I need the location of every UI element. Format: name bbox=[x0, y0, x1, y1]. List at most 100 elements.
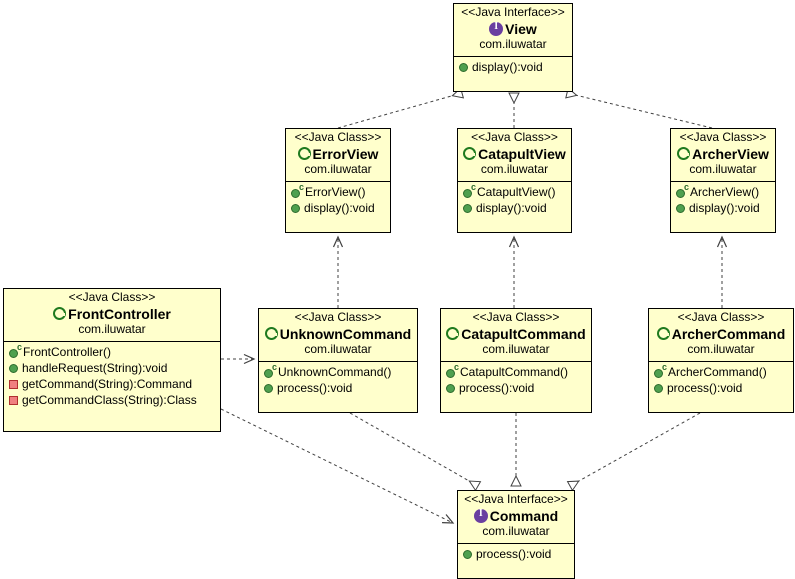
class-name: CatapultView bbox=[478, 145, 566, 162]
private-member-icon bbox=[9, 379, 18, 389]
member-label: ErrorView() bbox=[305, 184, 366, 199]
package-label: com.iluwatar bbox=[304, 161, 372, 176]
class-title-row: Command bbox=[464, 508, 568, 524]
section-divider bbox=[454, 55, 572, 57]
edge-archerview-to-view bbox=[567, 93, 713, 129]
package-label: com.iluwatar bbox=[482, 341, 550, 356]
constructor-icon: c bbox=[676, 182, 689, 198]
class-name: Command bbox=[489, 507, 559, 524]
class-icon bbox=[656, 327, 670, 341]
members-section: display():void bbox=[454, 57, 572, 77]
public-member-icon bbox=[676, 203, 685, 213]
member-row[interactable]: process():void bbox=[653, 381, 790, 396]
member-row[interactable]: c ErrorView() bbox=[290, 182, 387, 200]
member-row[interactable]: c FrontController() bbox=[8, 342, 217, 360]
member-row[interactable]: display():void bbox=[458, 60, 569, 75]
class-title-row: FrontController bbox=[10, 306, 214, 322]
member-row[interactable]: c CatapultView() bbox=[462, 182, 568, 200]
class-box-catapultcommand[interactable]: <<Java Class>> CatapultCommand com.iluwa… bbox=[440, 308, 592, 413]
class-header-view: <<Java Interface>> View com.iluwatar bbox=[454, 4, 572, 55]
stereotype-label: <<Java Class>> bbox=[294, 310, 382, 324]
member-row[interactable]: process():void bbox=[445, 381, 588, 396]
edge-frontcontroller-to-command bbox=[220, 408, 455, 524]
section-divider bbox=[458, 180, 571, 182]
class-box-view[interactable]: <<Java Interface>> View com.iluwatar dis… bbox=[453, 3, 573, 92]
member-label: process():void bbox=[667, 380, 743, 395]
section-divider bbox=[259, 360, 417, 362]
constructor-icon: c bbox=[463, 182, 476, 198]
public-member-icon bbox=[654, 383, 663, 393]
members-section: c CatapultCommand() process():void bbox=[441, 362, 591, 398]
class-header-unknowncommand: <<Java Class>> UnknownCommand com.iluwat… bbox=[259, 309, 417, 360]
class-box-errorview[interactable]: <<Java Class>> ErrorView com.iluwatar c … bbox=[285, 128, 391, 233]
member-row[interactable]: getCommand(String):Command bbox=[8, 377, 217, 392]
class-name: View bbox=[505, 20, 537, 37]
member-row[interactable]: c CatapultCommand() bbox=[445, 362, 588, 380]
stereotype-label: <<Java Class>> bbox=[472, 310, 560, 324]
member-label: CatapultCommand() bbox=[460, 364, 569, 379]
class-header-archerview: <<Java Class>> ArcherView com.iluwatar bbox=[671, 129, 775, 180]
class-title-row: UnknownCommand bbox=[264, 325, 412, 342]
members-section: c ArcherCommand() process():void bbox=[649, 362, 793, 398]
member-row[interactable]: display():void bbox=[290, 201, 387, 216]
class-name: UnknownCommand bbox=[279, 325, 412, 342]
class-name: ArcherView bbox=[692, 145, 769, 162]
constructor-icon: c bbox=[9, 342, 22, 358]
member-row[interactable]: c UnknownCommand() bbox=[263, 362, 414, 380]
stereotype-label: <<Java Class>> bbox=[679, 130, 767, 144]
class-box-command[interactable]: <<Java Interface>> Command com.iluwatar … bbox=[457, 490, 575, 579]
class-box-frontcontroller[interactable]: <<Java Class>> FrontController com.iluwa… bbox=[3, 288, 221, 432]
member-label: getCommandClass(String):Class bbox=[22, 392, 197, 407]
class-icon bbox=[264, 327, 278, 341]
member-label: process():void bbox=[459, 380, 535, 395]
class-box-archerview[interactable]: <<Java Class>> ArcherView com.iluwatar c… bbox=[670, 128, 776, 233]
member-row[interactable]: display():void bbox=[462, 201, 568, 216]
constructor-icon: c bbox=[264, 362, 277, 378]
section-divider bbox=[286, 180, 390, 182]
class-icon bbox=[446, 327, 460, 341]
member-row[interactable]: process():void bbox=[263, 381, 414, 396]
constructor-icon: c bbox=[291, 182, 304, 198]
stereotype-label: <<Java Class>> bbox=[471, 130, 558, 144]
section-divider bbox=[671, 180, 775, 182]
member-label: process():void bbox=[476, 546, 552, 561]
member-row[interactable]: handleRequest(String):void bbox=[8, 361, 217, 376]
public-member-icon bbox=[264, 383, 273, 393]
class-header-catapultview: <<Java Class>> CatapultView com.iluwatar bbox=[458, 129, 571, 180]
interface-icon bbox=[489, 21, 504, 36]
stereotype-label: <<Java Class>> bbox=[294, 130, 382, 144]
member-row[interactable]: display():void bbox=[675, 201, 772, 216]
class-box-catapultview[interactable]: <<Java Class>> CatapultView com.iluwatar… bbox=[457, 128, 572, 233]
interface-icon bbox=[473, 508, 488, 523]
member-row[interactable]: getCommandClass(String):Class bbox=[8, 393, 217, 408]
class-box-archercommand[interactable]: <<Java Class>> ArcherCommand com.iluwata… bbox=[648, 308, 794, 413]
class-box-unknowncommand[interactable]: <<Java Class>> UnknownCommand com.iluwat… bbox=[258, 308, 418, 413]
member-row[interactable]: process():void bbox=[462, 547, 571, 562]
member-row[interactable]: c ArcherView() bbox=[675, 182, 772, 200]
package-label: com.iluwatar bbox=[304, 341, 372, 356]
member-row[interactable]: c ArcherCommand() bbox=[653, 362, 790, 380]
member-label: UnknownCommand() bbox=[278, 364, 392, 379]
member-label: process():void bbox=[277, 380, 353, 395]
public-member-icon bbox=[463, 549, 472, 559]
class-icon bbox=[677, 147, 691, 161]
public-member-icon bbox=[291, 203, 300, 213]
class-header-command: <<Java Interface>> Command com.iluwatar bbox=[458, 491, 574, 542]
class-name: FrontController bbox=[68, 305, 171, 322]
members-section: c CatapultView() display():void bbox=[458, 182, 571, 218]
class-title-row: ArcherCommand bbox=[655, 326, 787, 342]
class-title-row: View bbox=[460, 21, 566, 37]
class-icon bbox=[53, 307, 67, 321]
members-section: process():void bbox=[458, 544, 574, 564]
edge-archercommand-to-command bbox=[570, 412, 701, 486]
stereotype-label: <<Java Interface>> bbox=[461, 5, 565, 19]
package-label: com.iluwatar bbox=[78, 321, 146, 336]
members-section: c FrontController() handleRequest(String… bbox=[4, 342, 220, 410]
constructor-icon: c bbox=[654, 362, 667, 378]
members-section: c UnknownCommand() process():void bbox=[259, 362, 417, 398]
member-label: getCommand(String):Command bbox=[22, 376, 193, 391]
section-divider bbox=[458, 542, 574, 544]
section-divider bbox=[4, 340, 220, 342]
package-label: com.iluwatar bbox=[482, 523, 550, 538]
